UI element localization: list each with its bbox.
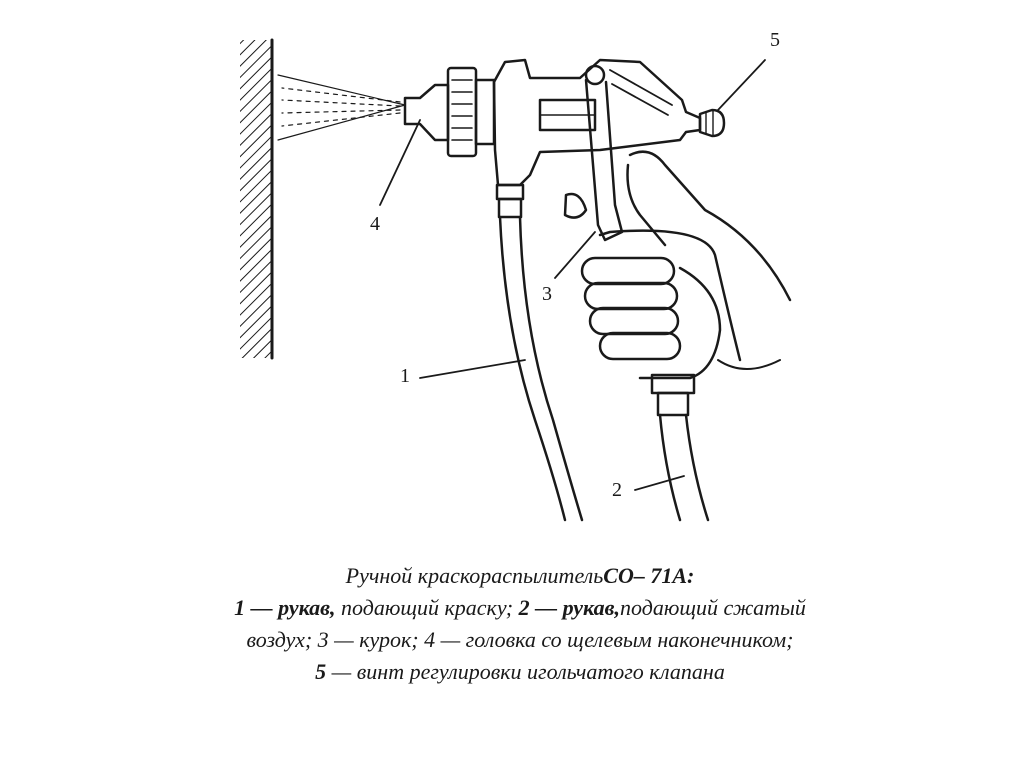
caption-l4-text: — винт регулировки игольчатого клапана xyxy=(331,658,725,684)
callout-5: 5 xyxy=(770,29,780,51)
paint-hose xyxy=(498,215,584,522)
callout-3: 3 xyxy=(542,283,552,305)
caption-line-4: 5 — винт регулировки игольчатого клапана xyxy=(70,656,970,688)
caption-l2-num: 2 — xyxy=(518,594,558,620)
hand xyxy=(580,150,792,380)
air-hose xyxy=(658,413,710,522)
caption-model: СО– 71А: xyxy=(603,563,695,588)
spray-gun-diagram xyxy=(240,38,792,522)
caption-l1-num: 1 — xyxy=(234,594,273,620)
caption-line-3: воздух; 3 — курок; 4 — головка со щелевы… xyxy=(246,626,794,652)
caption-line-1: 1 — рукав, подающий краску; 2 — рукав,по… xyxy=(70,592,970,624)
caption-l4-num: 5 xyxy=(315,658,327,684)
caption-title: Ручной краскораспылитель xyxy=(345,563,604,588)
trigger xyxy=(563,64,624,242)
caption-l1-text: подающий краску; xyxy=(341,594,514,620)
callout-4: 4 xyxy=(370,213,380,235)
callout-2: 2 xyxy=(612,479,622,501)
gun-body xyxy=(492,58,726,187)
leader-lines xyxy=(379,59,766,491)
caption-l1-bold: рукав, xyxy=(278,594,336,620)
caption: Ручной краскораспылительСО– 71А: 1 — рук… xyxy=(70,560,970,688)
air-hose-fitting xyxy=(650,373,696,417)
spray-cone xyxy=(277,74,406,141)
wall xyxy=(240,38,274,360)
spray-head xyxy=(403,66,496,158)
caption-title-line: Ручной краскораспылительСО– 71А: xyxy=(70,560,970,592)
callout-1: 1 xyxy=(400,365,410,387)
caption-l2-text: подающий сжатый xyxy=(619,594,806,620)
caption-l2-bold: рукав, xyxy=(562,594,620,620)
paint-hose-fitting xyxy=(495,183,525,219)
